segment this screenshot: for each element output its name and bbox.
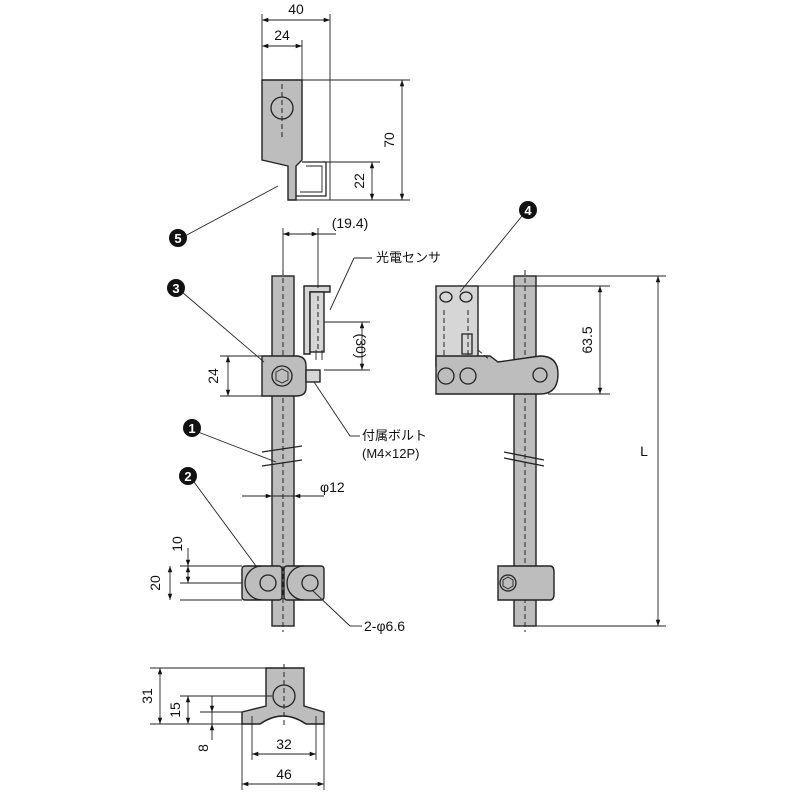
dim-40: 40: [288, 1, 304, 17]
svg-text:3: 3: [172, 281, 179, 296]
dim-L: L: [640, 443, 648, 459]
dim-46: 46: [276, 766, 292, 782]
dim-20: 20: [147, 575, 163, 591]
dim-31: 31: [139, 688, 155, 704]
callout-4: 4: [459, 201, 537, 293]
svg-text:5: 5: [174, 231, 181, 246]
svg-text:1: 1: [188, 421, 195, 436]
dim-15: 15: [167, 702, 183, 718]
side-view: 63.5 L: [435, 270, 666, 632]
dim-63-5: 63.5: [579, 326, 595, 353]
dim-22: 22: [351, 173, 367, 189]
dim-19-4: (19.4): [332, 215, 369, 231]
dim-10: 10: [169, 536, 185, 552]
label-bolt-line1: 付属ボルト: [362, 428, 427, 443]
callout-2: 2: [179, 467, 257, 567]
callout-1: 1: [183, 419, 277, 463]
dim-70: 70: [381, 132, 397, 148]
dim-phi12: φ12: [320, 479, 345, 495]
dim-8: 8: [195, 744, 211, 752]
main-rod-view: (19.4) 光電センサ (30) 24 付属ボルト (M4×12P) φ12 …: [147, 215, 441, 634]
dim-24-top: 24: [274, 27, 290, 43]
label-bolt-line2: (M4×12P): [362, 446, 419, 461]
dim-24-clamp: 24: [205, 368, 221, 384]
callout-3: 3: [167, 279, 265, 363]
top-view-bracket: 40 24 70 22: [261, 1, 410, 201]
dim-holes: 2-φ6.6: [364, 618, 405, 634]
dim-30: (30): [353, 334, 369, 359]
svg-text:4: 4: [524, 203, 532, 218]
label-sensor: 光電センサ: [376, 250, 441, 265]
front-view-base: 31 15 8 32 46: [139, 664, 325, 790]
dim-32: 32: [276, 736, 292, 752]
svg-text:2: 2: [184, 469, 191, 484]
callout-5: 5: [169, 185, 279, 247]
